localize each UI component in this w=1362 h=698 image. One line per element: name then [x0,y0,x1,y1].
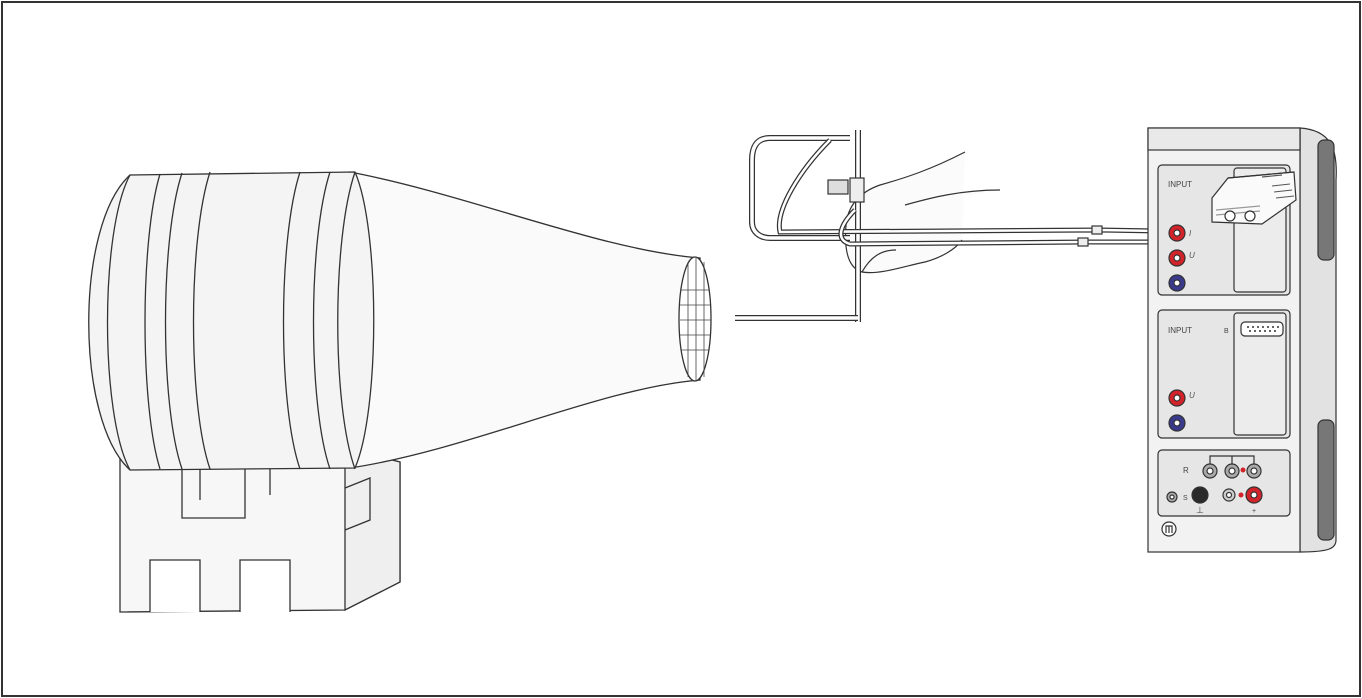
unit-footer [1161,521,1177,537]
socket-s [1166,491,1178,503]
ground-symbol: ⊥ [1196,505,1204,515]
panel-a-i-label: I [1189,229,1192,238]
socket-plus-red [1245,486,1263,504]
sub-d-connector [1240,321,1284,337]
panel-b-u-label: U [1189,391,1195,400]
probe-clamp [827,179,849,195]
outlet-grid [680,258,711,381]
panel-b-socket-voltage-red [1168,389,1186,407]
pressure-sensor-box [1211,171,1297,225]
socket-current-red [1168,224,1186,242]
socket-ground-black [1191,486,1209,504]
panel-b-letter: B [1224,328,1229,335]
blower-fan [88,171,712,613]
sensor-cassy-unit: INPUT I U [1147,127,1337,553]
air-flow-probe [735,130,1253,322]
fan-nozzle [349,171,701,469]
plus-symbol: + [1252,508,1256,515]
r-label: R [1183,466,1189,475]
socket-voltage-red [1168,249,1186,267]
input-panel-b: INPUT B U [1157,309,1291,439]
fan-stand [119,447,401,613]
fan-outlet [678,256,712,382]
socket-r3 [1246,463,1262,479]
socket-ground-blue [1168,274,1186,292]
panel-b-input-label: INPUT [1168,326,1192,335]
panel-a-input-label: INPUT [1168,180,1192,189]
panel-b-socket-ground-blue [1168,414,1186,432]
fan-body [88,171,375,471]
panel-a-u-label: U [1189,251,1195,260]
socket-r1 [1202,463,1218,479]
adjustable-socket [1222,488,1236,502]
socket-r2 [1224,463,1240,479]
s-label: S [1183,495,1188,502]
supply-panel: R S ⊥ + [1157,449,1291,517]
